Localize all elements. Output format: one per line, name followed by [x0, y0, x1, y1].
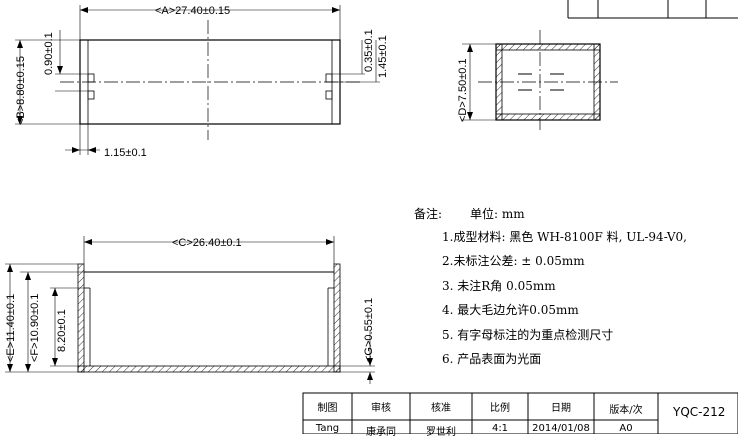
- dim-0-90: 0.90±0.1: [43, 32, 55, 75]
- top-title-block-fragment: [567, 0, 738, 19]
- tb-header-scale: 比例: [490, 403, 510, 414]
- dim-B: <B>8.80±0.15: [15, 56, 27, 125]
- front-view-arrows: [7, 239, 373, 380]
- dim-G: <G>0.55±0.1: [363, 298, 375, 362]
- tb-header-checked: 审核: [371, 403, 391, 414]
- dim-D: <D>7.50±0.1: [457, 58, 469, 122]
- tb-value-scale: 4:1: [491, 423, 509, 434]
- tb-value-approved: 罗世利: [426, 427, 456, 438]
- note-item-3: 3. 未注R角 0.05mm: [442, 279, 556, 293]
- front-section-view: [5, 236, 375, 384]
- top-view-arrows: [17, 7, 340, 153]
- tb-header-version: 版本/次: [609, 405, 643, 416]
- note-item-5: 5. 有字母标注的为重点检测尺寸: [442, 328, 614, 342]
- tb-value-date: 2014/01/08: [532, 423, 590, 434]
- note-item-4: 4. 最大毛边允许0.05mm: [442, 303, 579, 317]
- dim-8-20: 8.20±0.1: [56, 309, 68, 352]
- dim-1-15: 1.15±0.1: [104, 147, 147, 159]
- dim-F: <F>10.90±0.1: [29, 294, 41, 362]
- dim-E: <E>11.40±0.1: [5, 294, 17, 362]
- tb-header-date: 日期: [551, 403, 571, 414]
- dim-1-45: 1.45±0.1: [377, 35, 389, 78]
- title-block-grid: [302, 392, 738, 434]
- tb-value-version: A0: [619, 423, 633, 434]
- tb-header-approved: 核准: [431, 403, 451, 414]
- notes-unit: 单位: mm: [470, 207, 525, 221]
- note-item-1: 1.成型材料: 黑色 WH-8100F 料, UL-94-V0,: [442, 230, 687, 244]
- tb-value-checked: 康承同: [366, 427, 396, 438]
- dim-C: <C>26.40±0.1: [172, 237, 242, 249]
- note-item-6: 6. 产品表面为光面: [442, 352, 542, 366]
- top-view: [15, 5, 380, 155]
- side-view: [462, 30, 618, 130]
- tb-value-drawn: Tang: [315, 423, 340, 434]
- dim-0-35: 0.35±0.1: [363, 29, 375, 72]
- note-item-2: 2.未标注公差: ± 0.05mm: [442, 254, 585, 268]
- tb-header-drawn: 制图: [317, 403, 338, 414]
- dim-A: <A>27.40±0.15: [155, 5, 230, 17]
- notes-heading: 备注:: [414, 207, 443, 221]
- side-view-arrows: [467, 44, 473, 120]
- drawing-number: YQC-212: [673, 405, 726, 419]
